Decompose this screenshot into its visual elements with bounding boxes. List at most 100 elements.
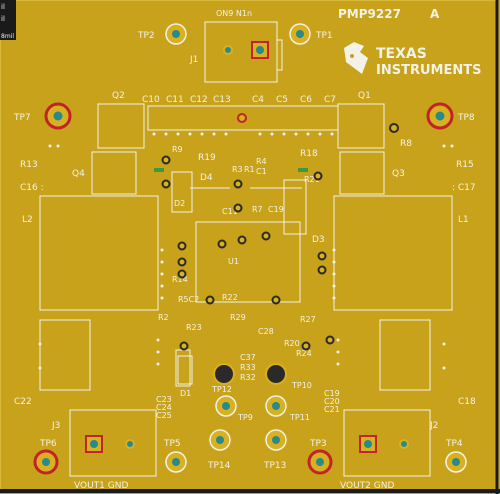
r1-label: R1 [244, 165, 255, 174]
c28-label: C28 [258, 327, 274, 336]
j3-pin-labels: VOUT1 GND [74, 481, 128, 491]
tp11-label: TP11 [289, 413, 310, 422]
tp12-label: TP12 [211, 385, 232, 394]
c21-label: C21 [324, 405, 340, 414]
tp12-pad [213, 363, 235, 385]
r7-label: R7 [252, 205, 263, 214]
board-name: PMP9227 [338, 7, 401, 21]
corner-tag [0, 0, 16, 40]
c1-label: C1 [256, 167, 267, 176]
tp2-label: TP2 [137, 31, 155, 41]
c23-label: C23 [156, 395, 172, 404]
j2-label: J2 [429, 421, 438, 431]
c19b-label: C19 [324, 389, 340, 398]
j2-pin-2 [399, 439, 409, 449]
j1-pin-labels: ON9 N1n [216, 9, 252, 18]
via-red-top [237, 113, 247, 123]
tp9-label: TP9 [237, 413, 253, 422]
q1-label: Q1 [358, 91, 371, 101]
r13-label: R13 [20, 160, 38, 170]
tp6-label: TP6 [39, 439, 57, 449]
c22-label: C22 [14, 397, 32, 407]
tp1-label: TP1 [315, 31, 333, 41]
c25-label: C25 [156, 411, 172, 420]
l1-outline [333, 195, 453, 311]
r19-label: R19 [198, 153, 216, 163]
control-vias [161, 155, 335, 351]
r23-label: R23 [186, 323, 202, 332]
r22-label: R22 [222, 293, 238, 302]
r2-label: R2 [158, 313, 169, 322]
r21-label: R21 [304, 175, 320, 184]
small-via-grid [156, 248, 340, 366]
c18-label: C18 [458, 397, 476, 407]
tp10-label: TP10 [291, 381, 312, 390]
q3-outline [339, 151, 385, 195]
cap-top-c11: C11 [166, 95, 184, 105]
c24-label: C24 [156, 403, 172, 412]
tp3-label: TP3 [309, 439, 327, 449]
tp13-label: TP13 [263, 461, 286, 471]
corner-tag-line-2: il [1, 15, 5, 23]
cap-top-c7: C7 [324, 95, 336, 105]
c11b-label: C11 [222, 207, 238, 216]
cap-bank-top [147, 105, 339, 131]
d3-label: D3 [312, 235, 325, 245]
corner-tag-line-3: 8mil [1, 33, 14, 40]
cap-top-c6: C6 [300, 95, 312, 105]
tp4-label: TP4 [445, 439, 463, 449]
d2-label: D2 [174, 199, 185, 208]
q4-label: Q4 [72, 169, 85, 179]
r29-label: R29 [230, 313, 246, 322]
board-revision: A [430, 7, 440, 21]
cap-top-c10: C10 [142, 95, 160, 105]
r20-label: R20 [284, 339, 300, 348]
c37-label: C37 [240, 353, 256, 362]
d1-label: D1 [180, 389, 191, 398]
j3-pin-2 [125, 439, 135, 449]
cap-bank-dots [152, 132, 334, 136]
u1-label: U1 [228, 257, 239, 266]
r15-label: R15 [456, 160, 474, 170]
ti-logo-icon [344, 42, 368, 74]
c20-label: C20 [324, 397, 340, 406]
r9-label: R9 [172, 145, 183, 154]
j2-outline [343, 409, 431, 477]
c22-outline [39, 319, 91, 391]
tp5-label: TP5 [163, 439, 181, 449]
c17-label: : C17 [452, 183, 476, 193]
r4-label: R4 [256, 157, 267, 166]
tp8-label: TP8 [457, 113, 475, 123]
c16-label: C16 : [20, 183, 44, 193]
tp7-label: TP7 [13, 113, 31, 123]
l1-label: L1 [458, 215, 469, 225]
cap-top-c5: C5 [276, 95, 288, 105]
q4-outline [91, 151, 137, 195]
r8-label: R8 [400, 139, 412, 149]
u1-outline [195, 221, 301, 303]
r24-label: R24 [296, 349, 312, 358]
corner-tag-line-1: il [1, 3, 5, 11]
cap-top-c4: C4 [252, 95, 264, 105]
j3-outline [69, 409, 157, 477]
l2-label: L2 [22, 215, 33, 225]
cap-top-c13: C13 [213, 95, 231, 105]
r18-label: R18 [300, 149, 318, 159]
d4-label: D4 [200, 173, 213, 183]
q2-outline [97, 103, 145, 149]
tp14-label: TP14 [207, 461, 231, 471]
r32-label: R32 [240, 373, 256, 382]
c19-label: C19 [268, 205, 284, 214]
r14-label: R14 [172, 275, 188, 284]
r3-label: R3 [232, 165, 243, 174]
d1-outline [177, 355, 193, 385]
l2-outline [39, 195, 159, 311]
tp10-pad [265, 363, 287, 385]
logo-line-1: TEXAS [376, 46, 427, 62]
q2-label: Q2 [112, 91, 125, 101]
c18-outline [379, 319, 431, 391]
r27-label: R27 [300, 315, 316, 324]
r5c2-label: R5C2 [178, 295, 199, 304]
